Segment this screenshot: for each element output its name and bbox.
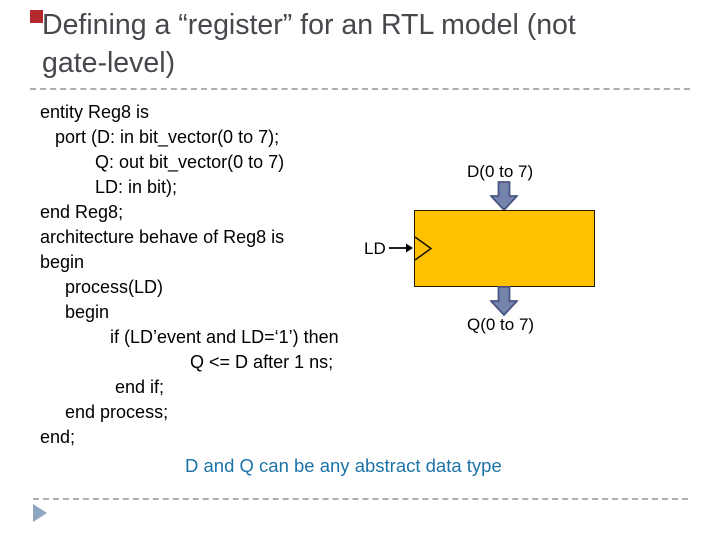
clock-input-wedge-icon: [414, 236, 433, 261]
page-title-line1: Defining a “register” for an RTL model (…: [42, 9, 576, 41]
d-port-label: D(0 to 7): [467, 162, 534, 181]
code-line: Q <= D after 1 ns;: [40, 352, 334, 372]
page-title-line2: gate-level): [42, 47, 176, 79]
down-arrow-icon: [490, 181, 518, 211]
ld-port-label: LD: [364, 239, 386, 258]
footer-divider: [33, 498, 688, 500]
q-port-label: Q(0 to 7): [467, 315, 535, 334]
title-bullet-icon: [30, 10, 43, 23]
code-line: process(LD): [40, 277, 164, 297]
page-title: Defining a “register” for an RTL model (…: [42, 6, 692, 82]
code-line: LD: in bit);: [40, 177, 178, 197]
footer-triangle-icon: [33, 504, 47, 522]
code-line: begin: [40, 302, 110, 322]
ld-arrow-icon: [389, 243, 413, 253]
code-line: end process;: [40, 402, 169, 422]
vhdl-code-block: entity Reg8 is port (D: in bit_vector(0 …: [40, 100, 339, 450]
register-block: [414, 210, 595, 287]
code-line: Q: out bit_vector(0 to 7): [40, 152, 285, 172]
code-line: begin: [40, 252, 85, 272]
down-arrow-icon: [490, 286, 518, 316]
code-line: entity Reg8 is: [40, 102, 150, 122]
code-line: end Reg8;: [40, 202, 124, 222]
code-line: end if;: [40, 377, 165, 397]
code-line: end;: [40, 427, 76, 447]
code-line: architecture behave of Reg8 is: [40, 227, 285, 247]
annotation-note: D and Q can be any abstract data type: [185, 455, 502, 476]
code-line: port (D: in bit_vector(0 to 7);: [40, 127, 280, 147]
code-line: if (LD’event and LD=‘1’) then: [40, 327, 339, 347]
title-divider: [30, 88, 690, 90]
